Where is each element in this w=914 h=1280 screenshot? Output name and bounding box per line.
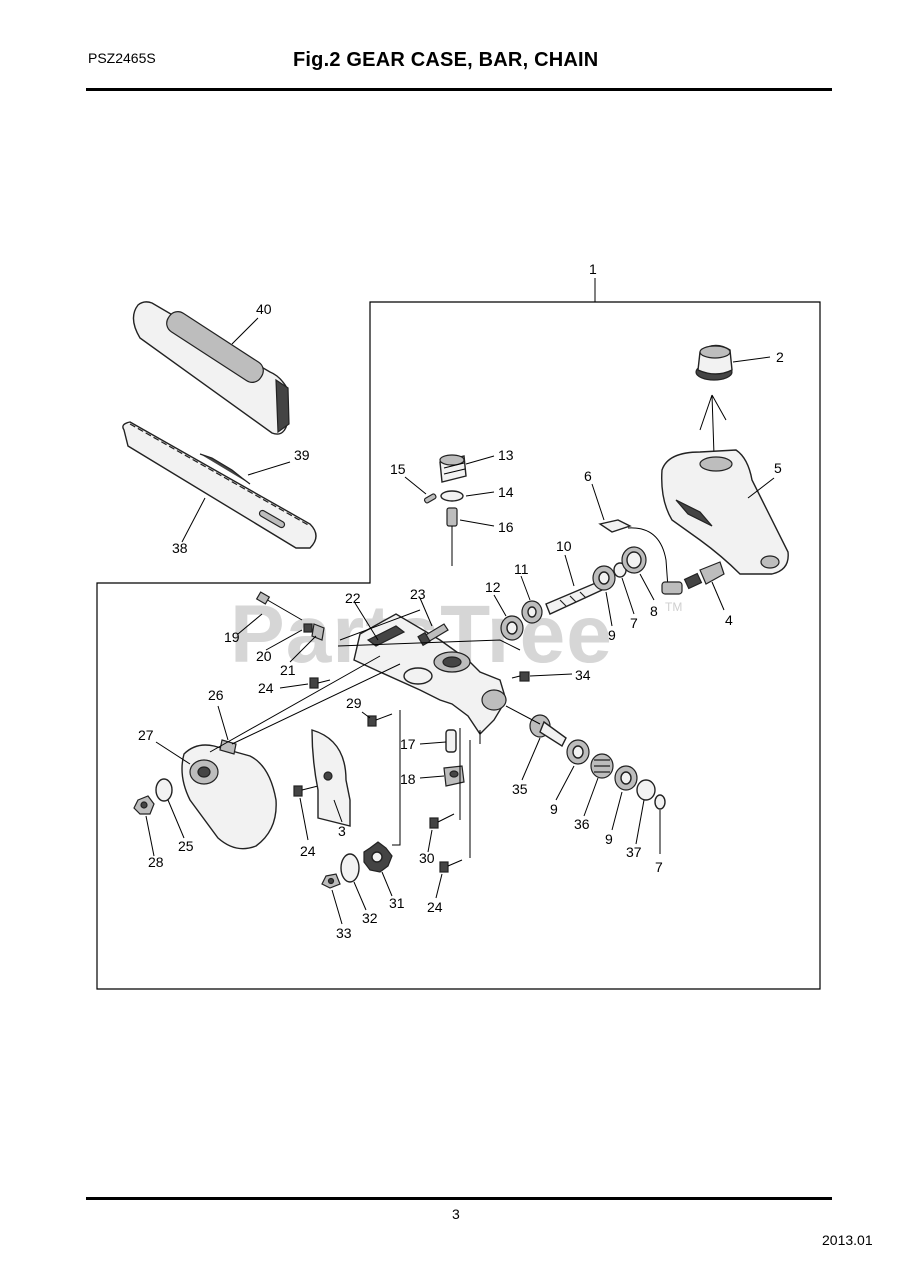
callout-9-upper: 9 <box>608 627 616 643</box>
callout-21: 21 <box>280 662 296 678</box>
part-bolt-23 <box>417 623 449 647</box>
callout-1: 1 <box>589 261 597 277</box>
part-adjuster-screw <box>446 507 458 566</box>
callout-8: 8 <box>650 603 658 619</box>
part-ring-37 <box>636 779 656 801</box>
callout-28: 28 <box>148 854 164 870</box>
callout-32: 32 <box>362 910 378 926</box>
assembly-frame <box>96 301 821 990</box>
part-pin-17 <box>445 729 457 753</box>
callout-4: 4 <box>725 612 733 628</box>
part-washer-25 <box>155 778 173 802</box>
part-bar-cover <box>132 301 290 435</box>
callout-24-c: 24 <box>427 899 443 915</box>
part-screw-34 <box>511 671 530 682</box>
callout-39: 39 <box>294 447 310 463</box>
part-oil-tank <box>661 449 789 575</box>
callout-34: 34 <box>575 667 591 683</box>
callout-33: 33 <box>336 925 352 941</box>
part-bearing-9-upper <box>592 565 616 591</box>
callout-labels: 1 2 3 4 5 6 7 7 8 9 9 9 10 11 12 13 14 1… <box>138 261 784 941</box>
part-snap-ring-7-lower <box>654 794 666 810</box>
callout-23: 23 <box>410 586 426 602</box>
part-oil-seal-8 <box>621 546 647 574</box>
callout-19: 19 <box>224 629 240 645</box>
callout-13: 13 <box>498 447 514 463</box>
part-oil-cap <box>695 344 733 381</box>
part-18 <box>443 765 465 787</box>
model-number: PSZ2465S <box>88 50 156 66</box>
callout-29: 29 <box>346 695 362 711</box>
callout-9-a: 9 <box>550 801 558 817</box>
callout-9-b: 9 <box>605 831 613 847</box>
part-nut-20 <box>303 623 313 633</box>
part-bearing-11 <box>521 600 543 624</box>
callout-5: 5 <box>774 460 782 476</box>
callout-6: 6 <box>584 468 592 484</box>
callout-24-a: 24 <box>258 680 274 696</box>
callout-18: 18 <box>400 771 416 787</box>
part-chain <box>199 453 251 485</box>
callout-2: 2 <box>776 349 784 365</box>
callout-12: 12 <box>485 579 501 595</box>
part-washer-32 <box>340 853 360 883</box>
callout-11: 11 <box>514 561 529 577</box>
part-drive-shaft-35 <box>529 714 567 748</box>
callout-20: 20 <box>256 648 272 664</box>
part-sprocket-cover <box>181 744 277 850</box>
callout-16: 16 <box>498 519 514 535</box>
callout-7-upper: 7 <box>630 615 638 631</box>
callout-40: 40 <box>256 301 272 317</box>
callout-10: 10 <box>556 538 572 554</box>
callout-3: 3 <box>338 823 346 839</box>
callout-22: 22 <box>345 590 361 606</box>
part-nut-33 <box>321 873 341 889</box>
part-oil-pipe <box>598 519 683 595</box>
callout-15: 15 <box>390 461 406 477</box>
part-nut-28 <box>133 795 155 815</box>
callout-14: 14 <box>498 484 514 500</box>
part-o-ring <box>440 490 464 502</box>
part-sprocket-31 <box>363 841 393 873</box>
callout-36: 36 <box>574 816 590 832</box>
revision-date: 2013.01 <box>822 1232 873 1248</box>
part-oil-fitting <box>683 561 725 590</box>
part-screw-24-b <box>293 785 319 797</box>
callout-31: 31 <box>389 895 405 911</box>
part-screw-30 <box>429 813 455 829</box>
part-screw-24-a <box>309 677 331 689</box>
callout-37: 37 <box>626 844 642 860</box>
callout-30: 30 <box>419 850 435 866</box>
part-bar-stud <box>255 591 303 621</box>
part-plate-3 <box>311 729 351 827</box>
part-worm-shaft <box>545 581 603 615</box>
watermark-tm: TM <box>665 600 683 614</box>
part-screw-29 <box>367 713 393 727</box>
part-adjuster-knob <box>439 454 467 483</box>
part-gear-36 <box>590 753 614 779</box>
callout-17: 17 <box>400 736 416 752</box>
callout-35: 35 <box>512 781 528 797</box>
part-screw-24-c <box>439 859 463 873</box>
callout-38: 38 <box>172 540 188 556</box>
page-number: 3 <box>452 1206 460 1222</box>
callout-27: 27 <box>138 727 154 743</box>
header-rule <box>86 88 832 91</box>
part-bearing-9-b <box>614 765 638 791</box>
callout-25: 25 <box>178 838 194 854</box>
figure-title: Fig.2 GEAR CASE, BAR, CHAIN <box>293 49 599 71</box>
part-bearing-9-a <box>566 739 590 765</box>
callout-7-lower: 7 <box>655 859 663 875</box>
part-guide-bar <box>122 421 317 549</box>
part-21 <box>311 623 325 641</box>
callout-24-b: 24 <box>300 843 316 859</box>
callout-26: 26 <box>208 687 224 703</box>
footer-rule <box>86 1197 832 1200</box>
part-bearing-12 <box>500 615 524 641</box>
part-pin <box>423 493 437 504</box>
